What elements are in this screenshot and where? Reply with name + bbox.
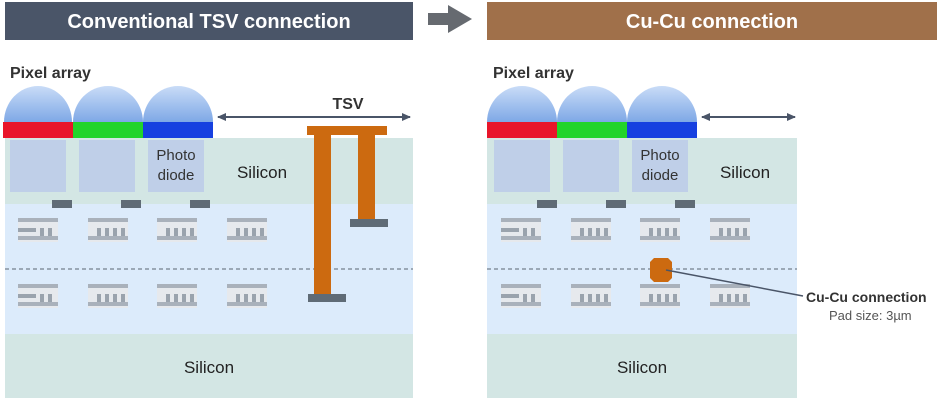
left-circuit	[88, 284, 128, 308]
tsv-copper-via	[307, 126, 388, 302]
left-pad	[52, 200, 72, 208]
right-circuit	[640, 284, 680, 308]
left-photodiode-label-line1: Photo	[156, 147, 195, 164]
left-pad	[121, 200, 141, 208]
right-filter-green	[557, 122, 627, 138]
right-panel: Pixel array Photo diode Silicon Silicon	[487, 65, 927, 398]
left-panel: Pixel array Photo diode Silicon Silicon	[3, 65, 413, 398]
right-circuit	[640, 218, 680, 242]
right-circuit	[710, 284, 750, 308]
right-photodiode-label-line1: Photo	[640, 147, 679, 164]
left-circuit	[157, 218, 197, 242]
right-circuit	[571, 284, 611, 308]
left-photodiode	[148, 140, 204, 192]
right-photodiode	[632, 140, 688, 192]
right-photodiode	[494, 140, 550, 192]
right-silicon-top-label: Silicon	[720, 163, 770, 182]
left-pixel-array-label: Pixel array	[10, 65, 91, 82]
right-pad	[675, 200, 695, 208]
left-circuit	[88, 218, 128, 242]
left-circuit	[18, 218, 58, 242]
right-microlens	[627, 86, 697, 122]
right-filter-red	[487, 122, 557, 138]
left-header-bar	[5, 2, 413, 40]
left-pad	[190, 200, 210, 208]
right-header-bar	[487, 2, 937, 40]
right-circuit	[710, 218, 750, 242]
right-circuit	[571, 218, 611, 242]
left-tsv-label: TSV	[332, 96, 363, 113]
right-circuit	[501, 218, 541, 242]
left-photodiode	[79, 140, 135, 192]
left-microlens	[73, 86, 143, 122]
left-silicon-bottom	[5, 334, 413, 398]
cu-cu-pad	[650, 258, 672, 282]
left-circuit	[227, 218, 267, 242]
left-circuit	[157, 284, 197, 308]
right-microlens	[557, 86, 627, 122]
right-photodiode-label-line2: diode	[642, 167, 679, 184]
cu-cu-callout-title: Cu-Cu connection	[806, 289, 927, 305]
left-circuit	[18, 284, 58, 308]
left-silicon-top-label: Silicon	[237, 163, 287, 182]
right-pixel-array-label: Pixel array	[493, 65, 574, 82]
cu-cu-callout-line	[665, 269, 804, 297]
right-silicon-bottom-label: Silicon	[617, 358, 667, 377]
right-photodiode	[563, 140, 619, 192]
left-filter-green	[73, 122, 143, 138]
right-pad	[537, 200, 557, 208]
left-photodiode-label-line2: diode	[158, 167, 195, 184]
right-header-title: Cu-Cu connection	[626, 11, 798, 33]
transition-arrow-icon	[428, 5, 472, 33]
left-microlens	[143, 86, 213, 122]
right-circuit	[501, 284, 541, 308]
left-photodiode	[10, 140, 66, 192]
left-filter-red	[3, 122, 73, 138]
left-silicon-bottom-label: Silicon	[184, 358, 234, 377]
left-filter-blue	[143, 122, 213, 138]
left-microlens	[4, 86, 72, 122]
left-circuit	[227, 284, 267, 308]
right-microlens	[487, 86, 557, 122]
cu-cu-callout-subtitle: Pad size: 3µm	[829, 308, 912, 323]
right-pad	[606, 200, 626, 208]
right-silicon-bottom	[487, 334, 797, 398]
left-header-title: Conventional TSV connection	[67, 11, 350, 33]
left-silicon-top	[5, 138, 413, 204]
right-filter-blue	[627, 122, 697, 138]
